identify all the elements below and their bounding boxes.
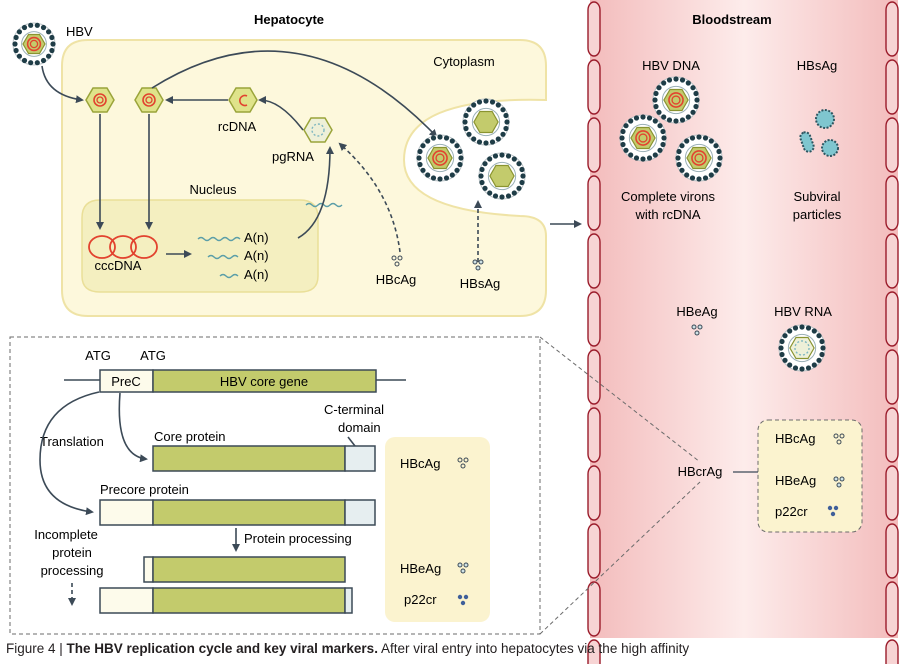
atg-label: ATG bbox=[85, 348, 111, 363]
capsid-icon bbox=[85, 87, 115, 113]
incomplete-processing-label: Incomplete bbox=[34, 527, 98, 542]
virion-icon bbox=[675, 134, 723, 182]
capsid-icon bbox=[134, 87, 164, 113]
hbsag-label: HBsAg bbox=[460, 276, 500, 291]
core-gene-region bbox=[152, 369, 377, 393]
rcdna-label: rcDNA bbox=[218, 119, 257, 134]
caption-title: The HBV replication cycle and key viral … bbox=[66, 641, 378, 656]
polya-label: A(n) bbox=[244, 230, 269, 245]
gene-panel-box bbox=[9, 336, 541, 635]
hbeag-dots bbox=[833, 476, 845, 488]
hbv-label: HBV bbox=[66, 24, 93, 39]
hbcag-dots bbox=[457, 457, 469, 469]
complete-virions-label: Complete virons bbox=[621, 189, 715, 204]
hbv-virion-icon bbox=[12, 22, 56, 66]
precore-protein-label: Precore protein bbox=[100, 482, 189, 497]
nucleus-label: Nucleus bbox=[190, 182, 237, 197]
empty-virion-icon bbox=[478, 152, 526, 200]
protein-processing-label: Protein processing bbox=[244, 531, 352, 546]
p22cr-dots bbox=[457, 594, 469, 606]
atg-label: ATG bbox=[140, 348, 166, 363]
caption-prefix: Figure 4 | bbox=[6, 641, 67, 656]
hbv-rna-label: HBV RNA bbox=[774, 304, 832, 319]
prec-label: PreC bbox=[111, 374, 141, 389]
cccdna-label: cccDNA bbox=[95, 258, 142, 273]
pgrna-capsid-icon bbox=[303, 117, 333, 143]
polya-label: A(n) bbox=[244, 267, 269, 282]
virion-icon bbox=[416, 134, 464, 182]
hbcag-label: HBcAg bbox=[376, 272, 416, 287]
cccdna-icon bbox=[88, 235, 158, 259]
legend-p22cr: p22cr bbox=[404, 592, 437, 607]
p22cr-protein-bar bbox=[99, 587, 353, 614]
cytoplasm-label: Cytoplasm bbox=[433, 54, 494, 69]
virion-icon bbox=[778, 324, 826, 372]
empty-virion-icon bbox=[462, 98, 510, 146]
virion-icon bbox=[619, 114, 667, 162]
virion-icon bbox=[12, 22, 56, 66]
legend-hbeag: HBeAg bbox=[400, 561, 441, 576]
figure-caption: Figure 4 | The HBV replication cycle and… bbox=[6, 640, 918, 658]
core-protein-bar bbox=[152, 445, 376, 472]
hbcrag-item-p22cr: p22cr bbox=[775, 504, 808, 519]
zoom-line bbox=[539, 336, 701, 463]
p22cr-dots bbox=[827, 505, 839, 517]
hbeag-blood-label: HBeAg bbox=[676, 304, 717, 319]
hbv-rna-particle-icon bbox=[778, 324, 826, 372]
subviral-label: Subviral bbox=[794, 189, 841, 204]
hbcrag-item-hbcag: HBcAg bbox=[775, 431, 815, 446]
hbsag-blood-label: HBsAg bbox=[797, 58, 837, 73]
core-gene-label: HBV core gene bbox=[220, 374, 308, 389]
hbeag-dots bbox=[457, 562, 469, 574]
polya-label: A(n) bbox=[244, 248, 269, 263]
core-protein-label: Core protein bbox=[154, 429, 226, 444]
translation-label: Translation bbox=[40, 434, 104, 449]
hbcag-dots bbox=[833, 433, 845, 445]
zoom-line bbox=[539, 481, 701, 635]
rcdna-capsid-icon bbox=[228, 87, 258, 113]
pgrna-label: pgRNA bbox=[272, 149, 314, 164]
gene-panel-arrows bbox=[39, 391, 356, 606]
caption-text: After viral entry into hepatocytes via t… bbox=[377, 641, 690, 656]
subviral-label: particles bbox=[793, 207, 842, 222]
hbv-dna-label: HBV DNA bbox=[642, 58, 700, 73]
bloodstream-title: Bloodstream bbox=[692, 12, 771, 27]
hepatocyte-title: Hepatocyte bbox=[254, 12, 324, 27]
virion-icon bbox=[652, 76, 700, 124]
hbeag-protein-bar bbox=[143, 556, 346, 583]
gene-panel-legend bbox=[385, 437, 490, 622]
endothelial-cells-right bbox=[885, 1, 899, 664]
hbcrag-item-hbeag: HBeAg bbox=[775, 473, 816, 488]
c-terminal-label: C-terminal bbox=[324, 402, 384, 417]
hbcrag-label: HBcrAg bbox=[678, 464, 723, 479]
complete-virions-label: with rcDNA bbox=[634, 207, 700, 222]
precore-protein-bar bbox=[99, 499, 376, 526]
nucleus bbox=[81, 199, 319, 293]
hbeag-dots bbox=[691, 324, 703, 336]
flow-arrows bbox=[41, 50, 582, 262]
hbcrag-box bbox=[757, 419, 863, 533]
incomplete-processing-label: protein bbox=[52, 545, 92, 560]
hbcag-dots bbox=[391, 255, 403, 267]
legend-hbcag: HBcAg bbox=[400, 456, 440, 471]
rna-transcripts bbox=[197, 202, 343, 279]
endothelial-cells-left bbox=[587, 1, 601, 664]
bloodstream-vessel bbox=[587, 0, 899, 664]
c-terminal-label: domain bbox=[338, 420, 381, 435]
incomplete-processing-label: processing bbox=[41, 563, 104, 578]
hbsag-dots bbox=[472, 259, 484, 271]
subviral-particles-icon bbox=[799, 109, 839, 157]
